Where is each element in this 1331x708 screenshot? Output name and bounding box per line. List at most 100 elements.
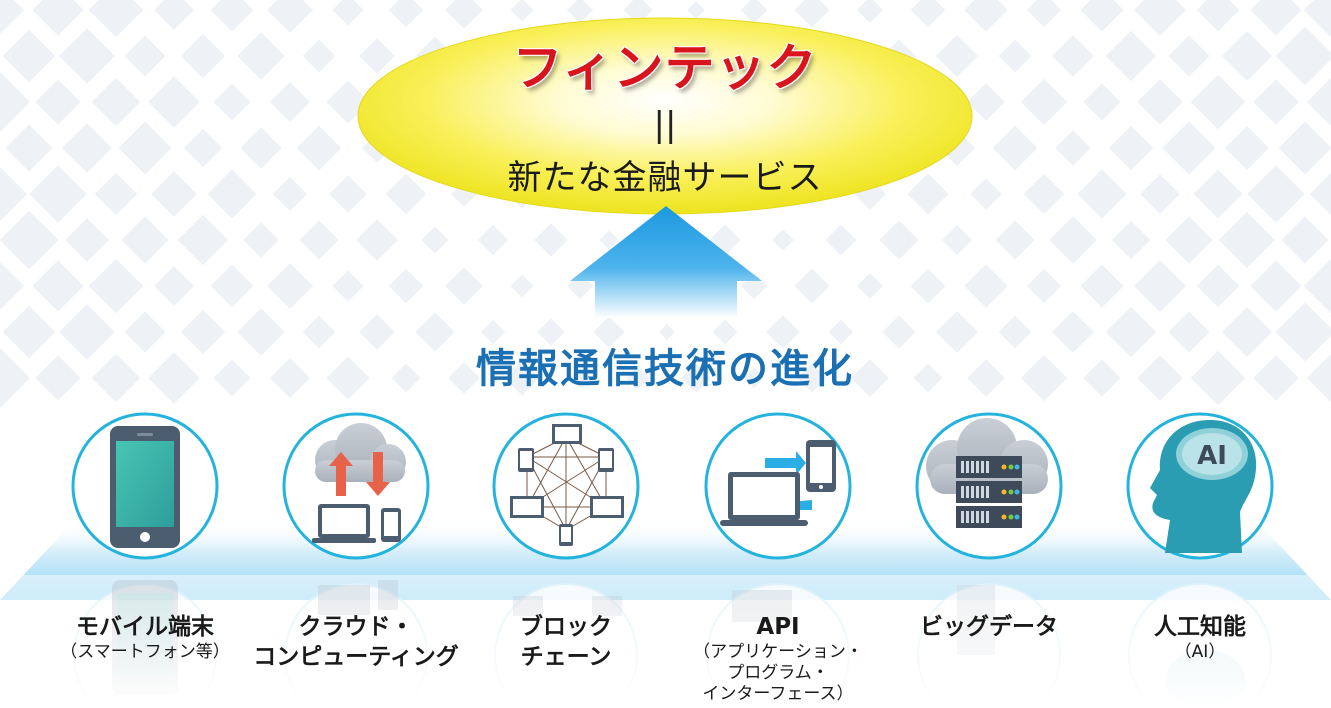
label-cloud-title-line2: コンピューティング <box>253 644 459 670</box>
label-ai-sub: （AI） <box>1174 642 1226 662</box>
label-api-title: API <box>756 614 800 640</box>
background-diamond <box>59 28 115 84</box>
background-diamond <box>1111 220 1151 260</box>
background-diamond <box>1275 302 1331 362</box>
background-diamond <box>879 220 919 260</box>
background-diamond <box>1049 216 1097 264</box>
background-diamond <box>851 359 889 397</box>
background-diamond <box>1247 165 1305 223</box>
background-diamond <box>1026 268 1062 304</box>
background-diamond <box>480 319 506 345</box>
background-diamond <box>857 0 883 23</box>
background-diamond <box>445 267 483 305</box>
background-diamond <box>448 362 480 394</box>
label-mobile-sub: （スマートフォン等） <box>60 642 230 662</box>
background-diamond <box>32 260 84 312</box>
background-diamond <box>964 0 1008 32</box>
background-diamond <box>177 214 229 266</box>
background-diamond <box>1083 359 1121 397</box>
background-diamond <box>2 29 56 83</box>
background-diamond <box>0 262 24 310</box>
background-diamond <box>1306 77 1331 127</box>
background-diamond <box>124 35 166 77</box>
background-diamond <box>1196 0 1240 32</box>
background-diamond <box>210 0 254 32</box>
background-diamond <box>180 309 226 355</box>
background-diamond <box>210 264 254 308</box>
label-cloud: クラウド・ コンピューティング <box>246 612 466 672</box>
background-diamond <box>91 353 141 403</box>
label-ai: 人工知能 （AI） <box>1090 612 1310 663</box>
background-diamond <box>151 171 197 217</box>
background-diamond <box>941 224 973 256</box>
tech-circle-4 <box>704 412 852 560</box>
background-diamond <box>62 123 112 173</box>
background-diamond <box>1253 79 1299 125</box>
background-diamond <box>882 315 916 349</box>
ai-icon-text: AI <box>1197 441 1227 471</box>
background-diamond <box>854 178 886 210</box>
background-diamond <box>91 77 141 127</box>
background-diamond <box>269 81 311 123</box>
background-diamond <box>1278 121 1331 175</box>
background-diamond <box>998 315 1032 349</box>
background-diamond <box>1105 30 1157 82</box>
background-diamond <box>794 0 830 28</box>
background-diamond <box>0 210 59 270</box>
background-diamond <box>329 175 367 213</box>
background-diamond <box>1137 355 1183 401</box>
background-diamond <box>712 319 738 345</box>
label-blockchain-title-line2: チェーン <box>520 644 612 670</box>
background-diamond <box>910 0 946 28</box>
ai-head-icon: AI <box>1150 420 1257 553</box>
background-diamond <box>566 272 594 300</box>
background-diamond <box>243 222 279 258</box>
background-diamond <box>1105 306 1157 358</box>
background-diamond <box>1190 350 1246 406</box>
background-diamond <box>65 218 109 262</box>
background-diamond <box>266 0 314 34</box>
background-diamond <box>88 0 144 38</box>
background-diamond <box>385 173 427 215</box>
label-cloud-title-line1: クラウド・ <box>298 614 414 640</box>
background-diamond <box>967 359 1005 397</box>
background-diamond <box>599 230 619 250</box>
background-diamond <box>1303 0 1331 38</box>
background-diamond <box>1134 260 1186 312</box>
background-diamond <box>1052 311 1094 353</box>
background-diamond <box>593 316 625 348</box>
background-diamond <box>180 33 226 79</box>
background-diamond <box>1221 306 1273 358</box>
background-diamond <box>477 224 509 256</box>
background-diamond <box>743 367 765 389</box>
background-diamond <box>359 38 395 74</box>
background-diamond <box>213 359 251 397</box>
up-arrow-icon <box>570 206 762 318</box>
background-diamond <box>148 352 200 404</box>
background-diamond <box>740 0 768 24</box>
tech-circle-6: AI <box>1126 412 1274 560</box>
background-diamond <box>1193 169 1243 219</box>
background-diamond <box>35 79 81 125</box>
background-diamond <box>148 76 200 128</box>
background-diamond <box>1218 211 1276 269</box>
background-diamond <box>935 310 979 354</box>
background-diamond <box>1190 74 1246 130</box>
background-diamond <box>970 178 1002 210</box>
background-diamond <box>124 311 166 353</box>
background-diamond <box>391 363 421 393</box>
tech-circle-3 <box>492 412 640 560</box>
background-diamond <box>1137 79 1183 125</box>
background-diamond <box>332 270 364 302</box>
background-diamond <box>1250 0 1302 36</box>
label-api-sub-line3: インターフェース） <box>702 684 854 704</box>
background-diamond <box>32 0 84 36</box>
background-diamond <box>266 262 314 310</box>
background-diamond <box>1080 264 1124 308</box>
background-diamond <box>356 219 398 261</box>
background-diamond <box>537 318 565 346</box>
cloud-server-icon <box>926 418 1048 528</box>
